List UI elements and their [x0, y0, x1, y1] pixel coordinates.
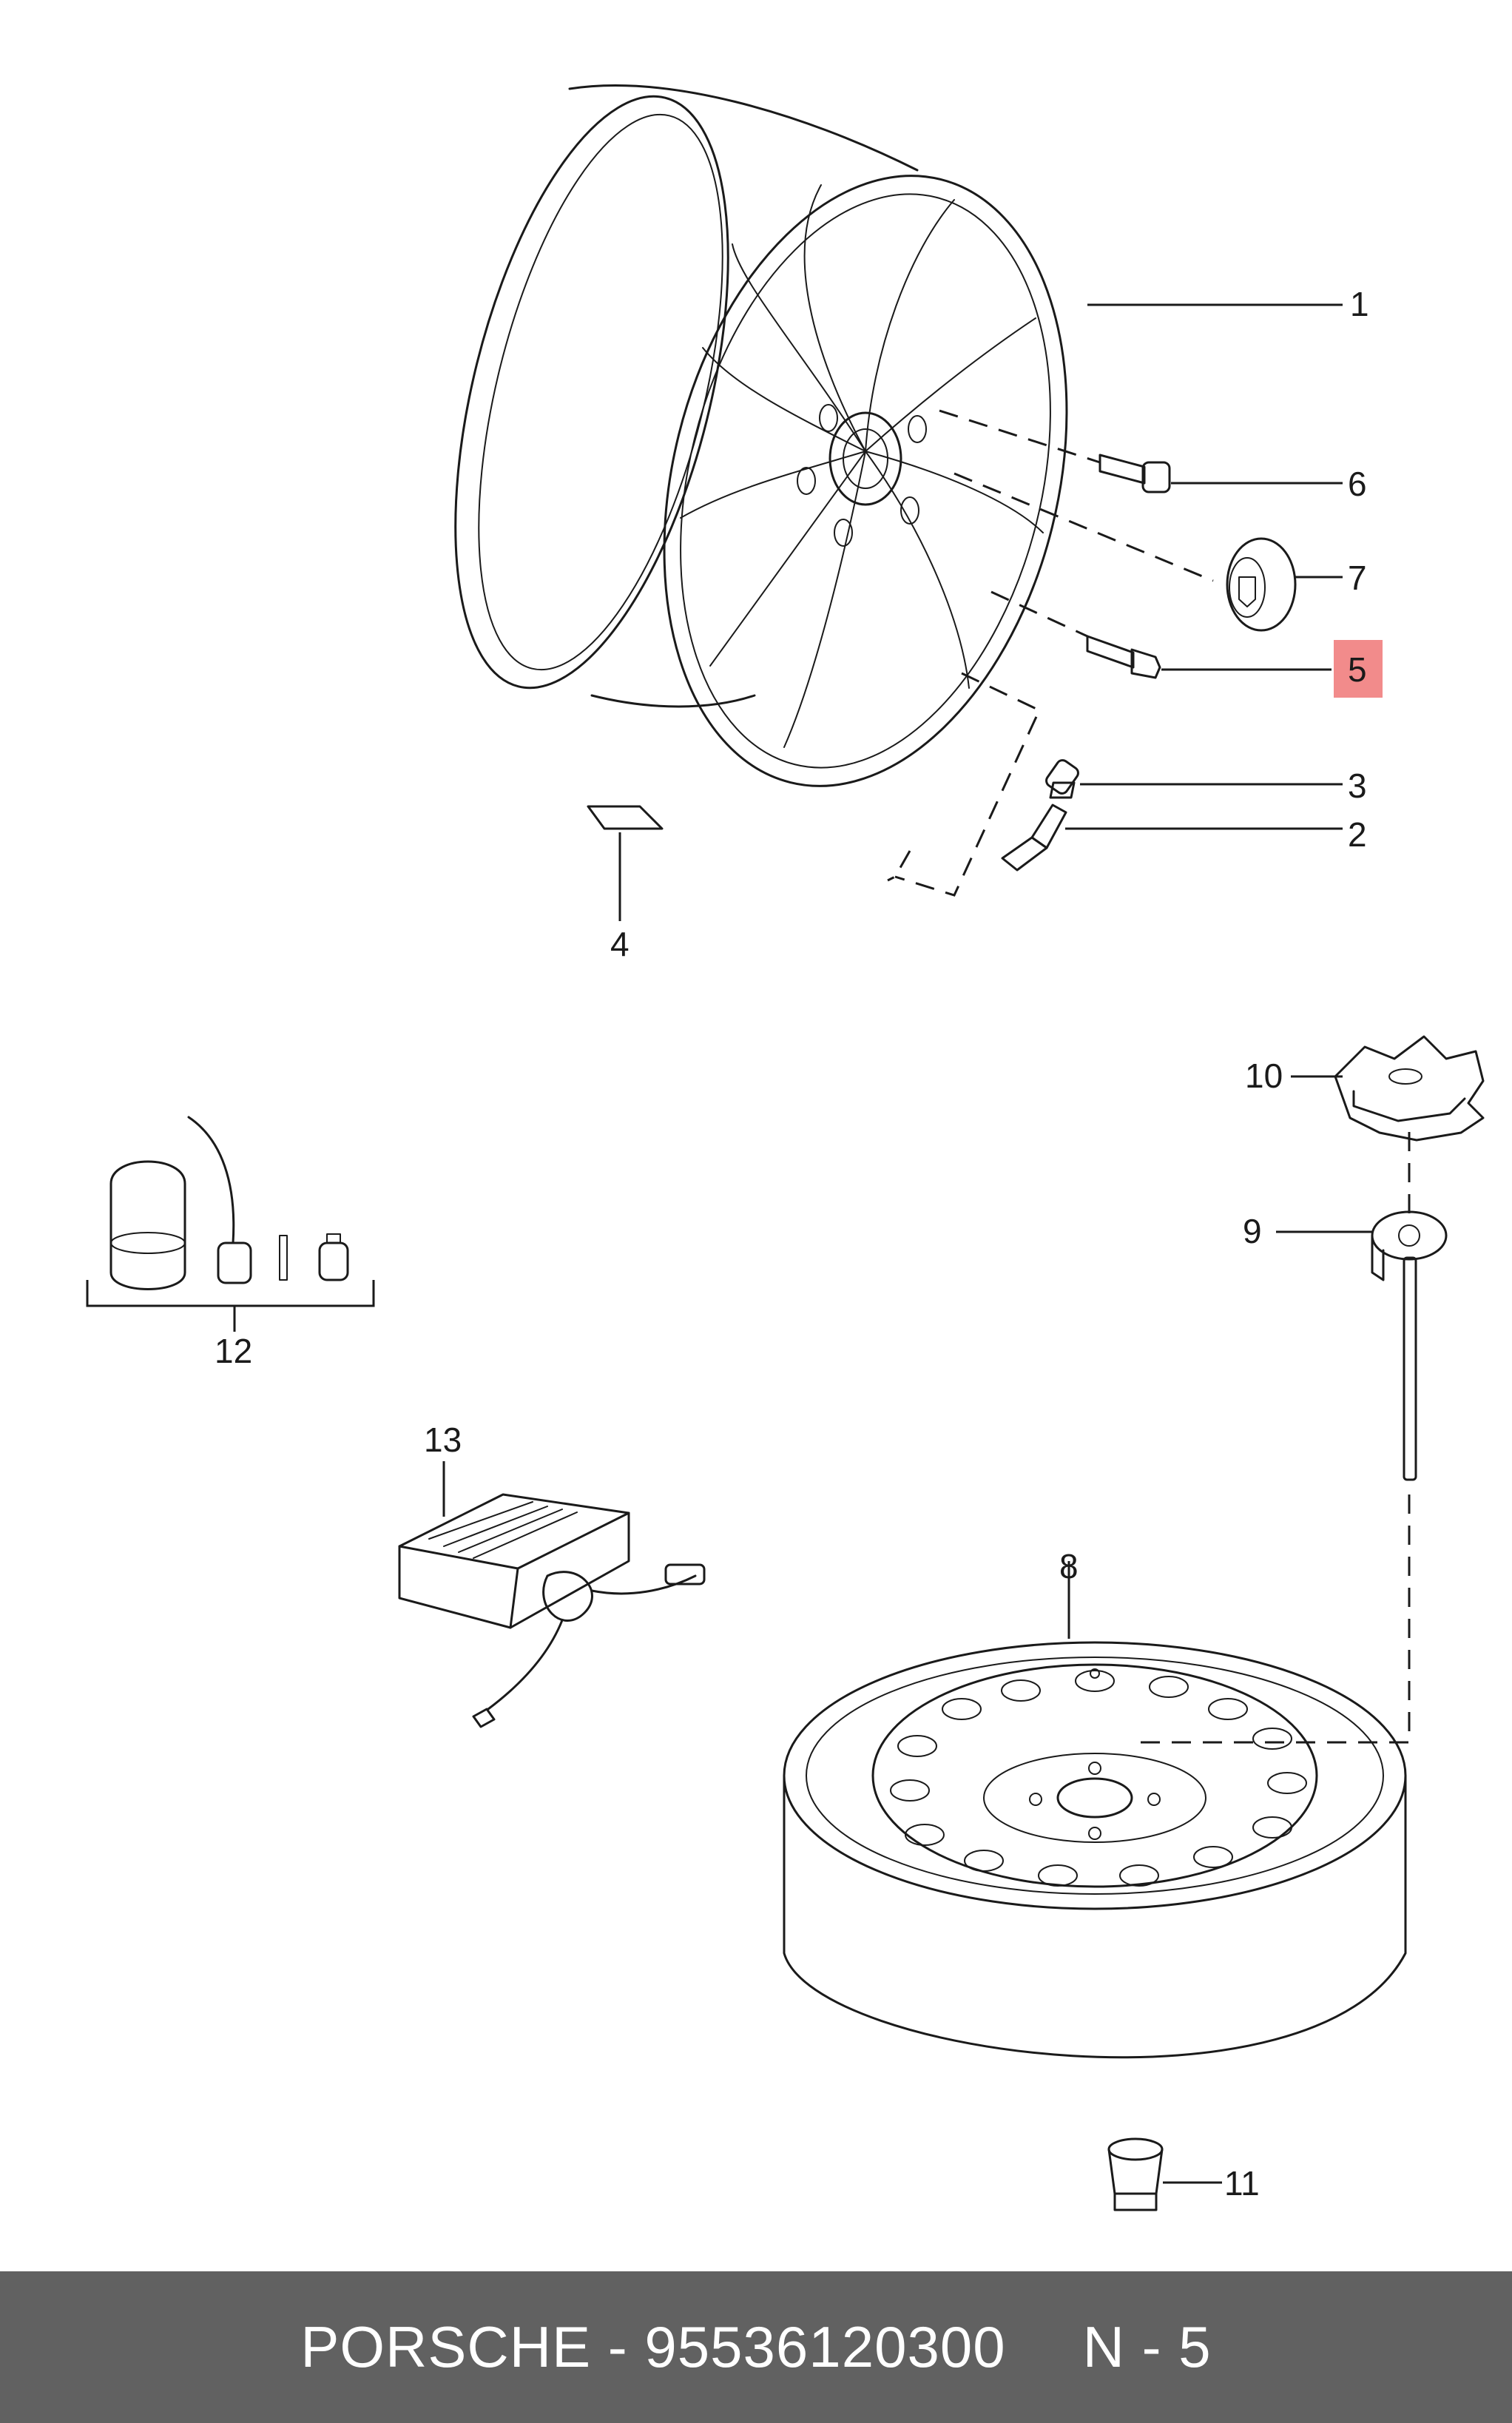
- valve-stem-and-cap: [887, 672, 1079, 897]
- callout-1: 1: [1350, 285, 1369, 323]
- callout-9: 9: [1243, 1212, 1262, 1250]
- footer-reference: N - 5: [1082, 2314, 1212, 2379]
- callout-10: 10: [1245, 1057, 1283, 1095]
- callout-7: 7: [1348, 559, 1367, 597]
- bump-stop: [1107, 2137, 1164, 2211]
- callout-4: 4: [610, 925, 630, 963]
- retaining-pin: [1139, 1132, 1448, 1744]
- balance-weight: [587, 805, 664, 921]
- spare-wheel: [783, 1641, 1407, 2059]
- footer-bar: PORSCHE - 95536120300 N - 5: [0, 2271, 1512, 2423]
- centre-cap: [954, 472, 1297, 632]
- alloy-wheel: [454, 84, 1068, 787]
- callout-3: 3: [1348, 766, 1367, 805]
- callout-leaders: [1065, 303, 1372, 2184]
- star-knob: [1334, 1035, 1485, 1142]
- callout-8: 8: [1059, 1547, 1079, 1585]
- tyre-compressor: [398, 1461, 706, 1728]
- footer-part-number: PORSCHE - 95536120300: [300, 2314, 1006, 2379]
- wheel-bolt-5: [990, 590, 1161, 679]
- callout-5: 5: [1348, 650, 1367, 689]
- callout-13: 13: [424, 1421, 462, 1459]
- wheel-bolt-6: [939, 409, 1171, 493]
- callout-11: 11: [1224, 2164, 1260, 2203]
- callout-2: 2: [1348, 815, 1367, 854]
- callout-6: 6: [1348, 465, 1367, 503]
- callout-12: 12: [215, 1332, 252, 1370]
- parts-diagram: 1 2 3 4 5 6 7 8 9 10 11 12 13: [86, 84, 1485, 2211]
- callout-5-highlight: [1334, 640, 1383, 698]
- tyre-sealant-kit: [86, 1116, 375, 1332]
- callout-labels: 1 2 3 4 5 6 7 8 9 10 11 12 13: [215, 285, 1383, 2203]
